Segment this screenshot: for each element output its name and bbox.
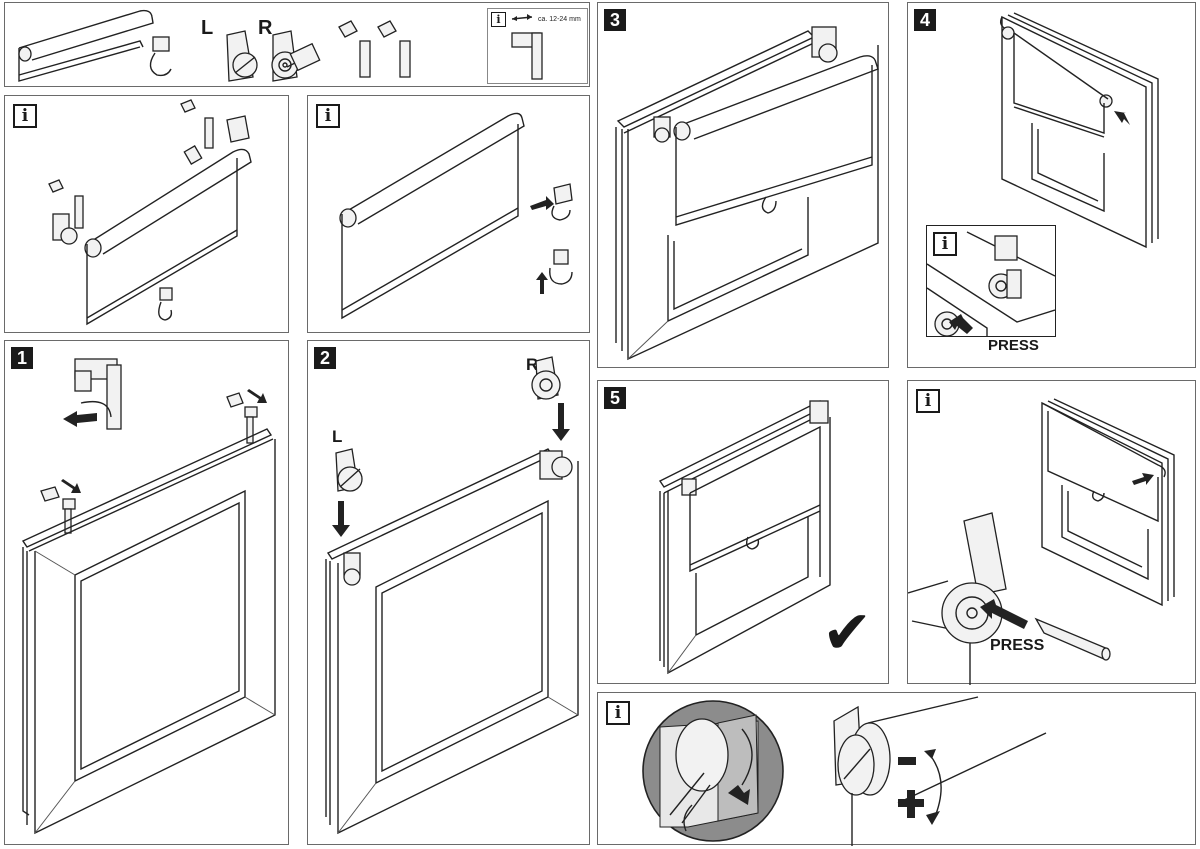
step-2-panel: 2 R L bbox=[307, 340, 590, 845]
step-number-badge: 4 bbox=[914, 9, 936, 31]
clamp-brackets-icon bbox=[338, 20, 411, 78]
info-panel-b: i bbox=[307, 95, 590, 333]
step-3-panel: 3 bbox=[597, 2, 889, 368]
step-number-badge: 5 bbox=[604, 387, 626, 409]
info-badge: i bbox=[491, 12, 506, 27]
info-badge: i bbox=[606, 701, 630, 725]
tension-adjust-illustration bbox=[642, 696, 1047, 846]
info-panel-c: i PRESS bbox=[907, 380, 1196, 685]
step-5-illustration bbox=[658, 400, 831, 675]
clamp-range-label: ca. 12-24 mm bbox=[538, 16, 581, 23]
info-panel-a: i bbox=[4, 95, 289, 333]
clamp-info-inset: i ca. 12-24 mm bbox=[487, 8, 588, 84]
press-label: PRESS bbox=[988, 337, 1039, 354]
check-icon: ✔ bbox=[822, 598, 873, 668]
label-right: R bbox=[526, 355, 539, 374]
press-label: PRESS bbox=[990, 637, 1045, 654]
step-4-illustration bbox=[999, 12, 1159, 249]
info-badge: i bbox=[13, 104, 37, 128]
info-badge: i bbox=[933, 232, 957, 256]
step-4-panel: 4 i PRESS bbox=[907, 2, 1196, 368]
parts-label-right: R bbox=[258, 17, 273, 39]
roller-tube-icon bbox=[18, 9, 154, 82]
press-inset-illustration bbox=[927, 231, 1055, 336]
step-3-illustration bbox=[615, 26, 879, 361]
bottom-clip-icon bbox=[149, 36, 172, 77]
label-left: L bbox=[332, 427, 343, 446]
step-number-badge: 1 bbox=[11, 347, 33, 369]
blind-assembly-illustration bbox=[48, 99, 252, 326]
info-panel-d: i - + bbox=[597, 692, 1196, 846]
info-c-illustration bbox=[908, 398, 1175, 685]
info-badge: i bbox=[316, 104, 340, 128]
step-number-badge: 2 bbox=[314, 347, 336, 369]
parts-panel: L R i ca. 12-24 mm bbox=[4, 2, 590, 87]
press-release-inset: i bbox=[926, 225, 1056, 337]
info-badge: i bbox=[916, 389, 940, 413]
parts-illustration bbox=[18, 9, 411, 82]
blind-release-illustration bbox=[339, 112, 573, 320]
step-2-illustration bbox=[325, 356, 579, 835]
step-1-illustration bbox=[21, 358, 276, 835]
step-1-panel: 1 bbox=[4, 340, 289, 845]
spring-plug-icon bbox=[286, 42, 321, 72]
parts-label-left: L bbox=[201, 17, 214, 39]
step-number-badge: 3 bbox=[604, 9, 626, 31]
left-bracket-icon bbox=[226, 30, 258, 82]
step-5-panel: 5 ✔ bbox=[597, 380, 889, 684]
clamp-diagram bbox=[511, 14, 543, 80]
